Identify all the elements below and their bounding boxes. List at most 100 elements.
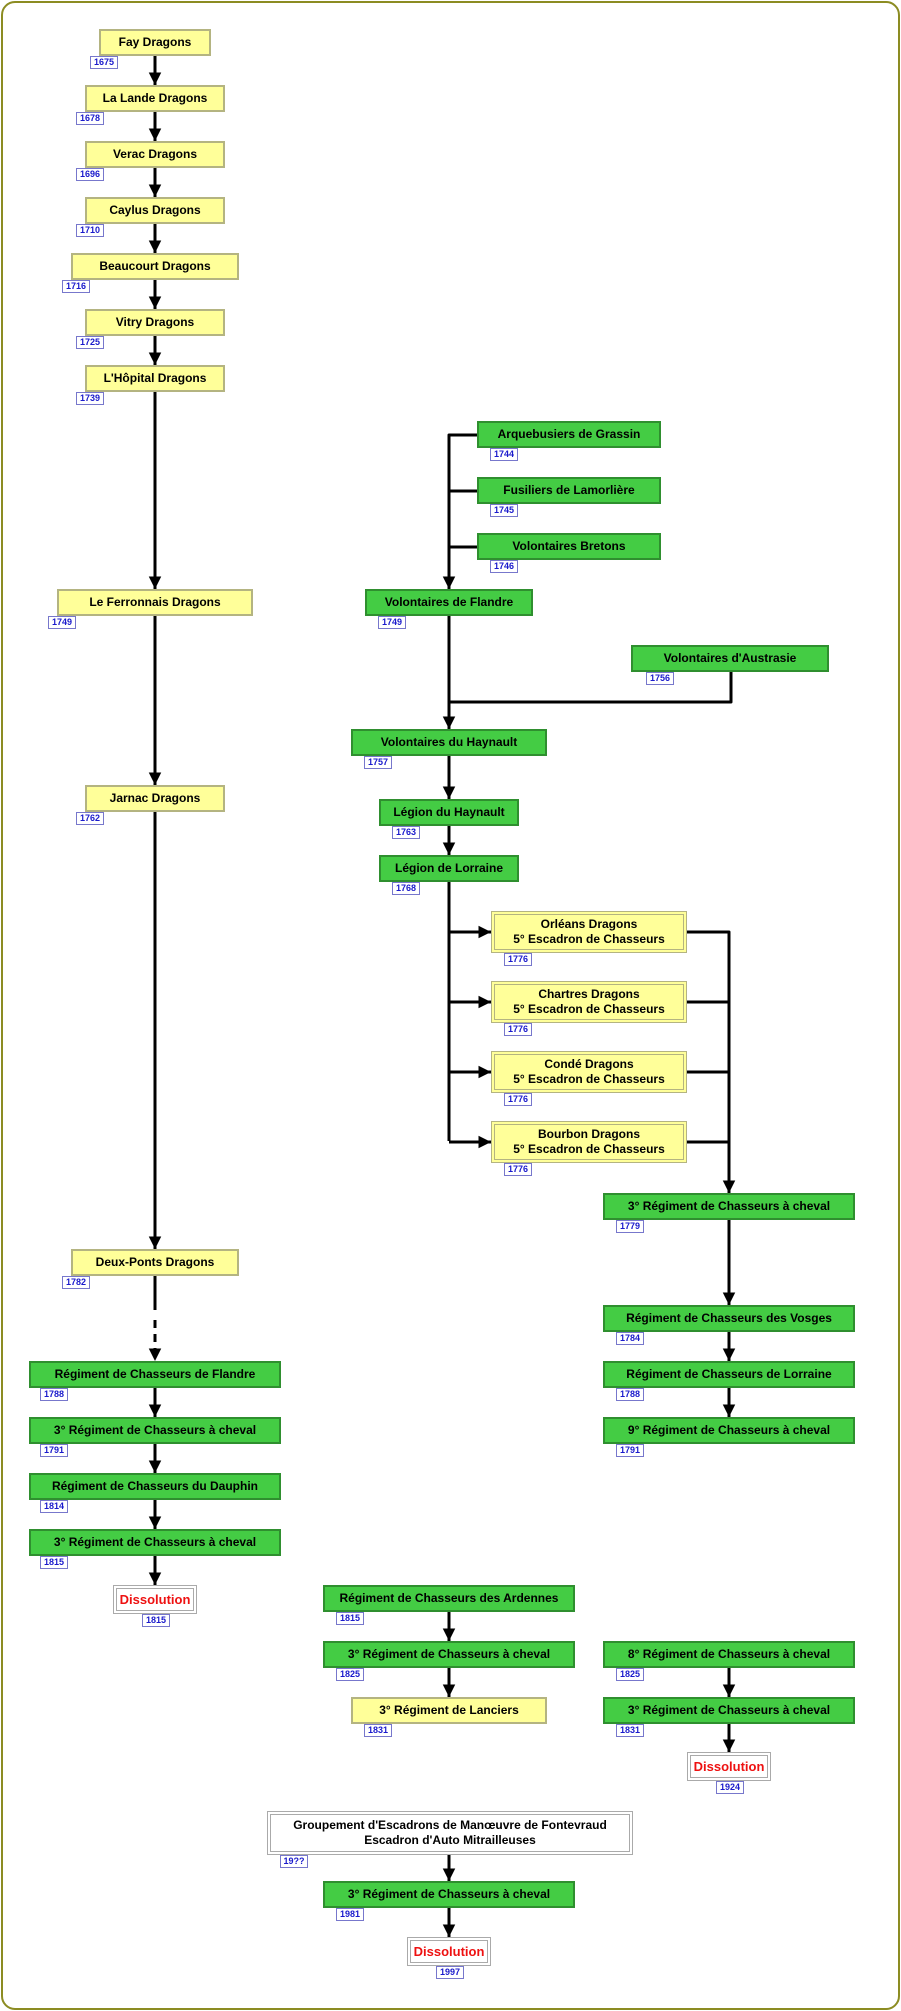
node-jarnac: Jarnac Dragons [85, 785, 225, 812]
node-verac: Verac Dragons [85, 141, 225, 168]
year-badge: 1776 [504, 1023, 532, 1036]
year-badge: 1725 [76, 336, 104, 349]
node-label: Chartres Dragons [538, 987, 640, 1001]
connector-arrow [442, 433, 477, 589]
node-label: Condé Dragons [544, 1057, 634, 1071]
node-label: Escadron d'Auto Mitrailleuses [364, 1833, 536, 1847]
node-lorraine_ch: Régiment de Chasseurs de Lorraine [603, 1361, 855, 1388]
year-badge: 1997 [436, 1966, 464, 1979]
year-badge: 1814 [40, 1500, 68, 1513]
node-label: 3° Régiment de Chasseurs à cheval [627, 1199, 831, 1213]
year-badge: 1815 [142, 1614, 170, 1627]
year-badge: 1757 [364, 756, 392, 769]
node-label: 3° Régiment de Chasseurs à cheval [53, 1423, 257, 1437]
node-ardennes: Régiment de Chasseurs des Ardennes [323, 1585, 575, 1612]
node-label: Fay Dragons [118, 35, 192, 49]
node-l3e_1791: 3° Régiment de Chasseurs à cheval [29, 1417, 281, 1444]
node-grassin: Arquebusiers de Grassin [477, 421, 661, 448]
year-badge: 1749 [48, 616, 76, 629]
node-r3e_1779: 3° Régiment de Chasseurs à cheval [603, 1193, 855, 1220]
year-badge: 1716 [62, 280, 90, 293]
node-haynault_leg: Légion du Haynault [379, 799, 519, 826]
node-label: Beaucourt Dragons [99, 259, 211, 273]
node-label: Deux-Ponts Dragons [95, 1255, 215, 1269]
node-bretons: Volontaires Bretons [477, 533, 661, 560]
node-label: Groupement d'Escadrons de Manœuvre de Fo… [293, 1818, 607, 1832]
node-vosges: Régiment de Chasseurs des Vosges [603, 1305, 855, 1332]
node-r9e_1791: 9° Régiment de Chasseurs à cheval [603, 1417, 855, 1444]
node-label: 5° Escadron de Chasseurs [513, 1142, 665, 1156]
node-label: Volontaires Bretons [512, 539, 626, 553]
node-caylus: Caylus Dragons [85, 197, 225, 224]
year-badge: 1776 [504, 953, 532, 966]
year-badge: 1762 [76, 812, 104, 825]
year-badge: 1788 [616, 1388, 644, 1401]
node-label: Le Ferronnais Dragons [89, 595, 221, 609]
node-label: 3° Régiment de Chasseurs à cheval [347, 1887, 551, 1901]
node-deuxponts: Deux-Ponts Dragons [71, 1249, 239, 1276]
year-badge: 1784 [616, 1332, 644, 1345]
year-badge: 1825 [616, 1668, 644, 1681]
node-label: Régiment de Chasseurs des Vosges [626, 1311, 832, 1325]
year-badge: 1831 [364, 1724, 392, 1737]
node-label: Légion du Haynault [393, 805, 505, 819]
year-badge: 1924 [716, 1781, 744, 1794]
node-fay: Fay Dragons [99, 29, 211, 56]
connector-arrow [687, 930, 736, 1193]
year-badge: 1779 [616, 1220, 644, 1233]
year-badge: 1768 [392, 882, 420, 895]
node-label: Arquebusiers de Grassin [497, 427, 641, 441]
node-label: La Lande Dragons [102, 91, 208, 105]
node-label: Régiment de Chasseurs de Flandre [54, 1367, 256, 1381]
node-dauphin: Régiment de Chasseurs du Dauphin [29, 1473, 281, 1500]
node-label: Dissolution [413, 1944, 485, 1959]
node-l3e_1815: 3° Régiment de Chasseurs à cheval [29, 1529, 281, 1556]
node-diss_1997: Dissolution [407, 1937, 491, 1966]
node-austrasie: Volontaires d'Austrasie [631, 645, 829, 672]
node-r3e_1831: 3° Régiment de Chasseurs à cheval [603, 1697, 855, 1724]
year-badge: 1825 [336, 1668, 364, 1681]
node-diss_1815: Dissolution [113, 1585, 197, 1614]
year-badge: 1763 [392, 826, 420, 839]
node-haynault_vol: Volontaires du Haynault [351, 729, 547, 756]
node-label: Fusiliers de Lamorlière [503, 483, 635, 497]
node-label: Verac Dragons [112, 147, 198, 161]
year-badge: 1745 [490, 504, 518, 517]
year-badge: 1782 [62, 1276, 90, 1289]
node-diss_1924: Dissolution [687, 1752, 771, 1781]
node-label: Jarnac Dragons [109, 791, 201, 805]
node-label: Régiment de Chasseurs de Lorraine [626, 1367, 832, 1381]
node-label: Régiment de Chasseurs du Dauphin [51, 1479, 259, 1493]
node-ferronnais: Le Ferronnais Dragons [57, 589, 253, 616]
node-label: Dissolution [693, 1759, 765, 1774]
year-badge: 1815 [336, 1612, 364, 1625]
node-label: Vitry Dragons [115, 315, 195, 329]
year-badge: 1710 [76, 224, 104, 237]
node-label: 3° Régiment de Chasseurs à cheval [347, 1647, 551, 1661]
node-label: 3° Régiment de Lanciers [379, 1703, 519, 1717]
year-badge: 1678 [76, 112, 104, 125]
node-lalande: La Lande Dragons [85, 85, 225, 112]
year-badge: 1981 [336, 1908, 364, 1921]
year-badge: 1831 [616, 1724, 644, 1737]
year-badge: 19?? [280, 1855, 308, 1868]
year-badge: 1776 [504, 1093, 532, 1106]
node-lorraine_leg: Légion de Lorraine [379, 855, 519, 882]
year-badge: 1746 [490, 560, 518, 573]
year-badge: 1675 [90, 56, 118, 69]
node-beaucourt: Beaucourt Dragons [71, 253, 239, 280]
node-label: 3° Régiment de Chasseurs à cheval [627, 1703, 831, 1717]
year-badge: 1756 [646, 672, 674, 685]
node-r8e_1825: 8° Régiment de Chasseurs à cheval [603, 1641, 855, 1668]
year-badge: 1696 [76, 168, 104, 181]
node-label: Dissolution [119, 1592, 191, 1607]
node-label: Caylus Dragons [109, 203, 201, 217]
year-badge: 1744 [490, 448, 518, 461]
node-label: 3° Régiment de Chasseurs à cheval [53, 1535, 257, 1549]
node-label: L'Hôpital Dragons [103, 371, 207, 385]
